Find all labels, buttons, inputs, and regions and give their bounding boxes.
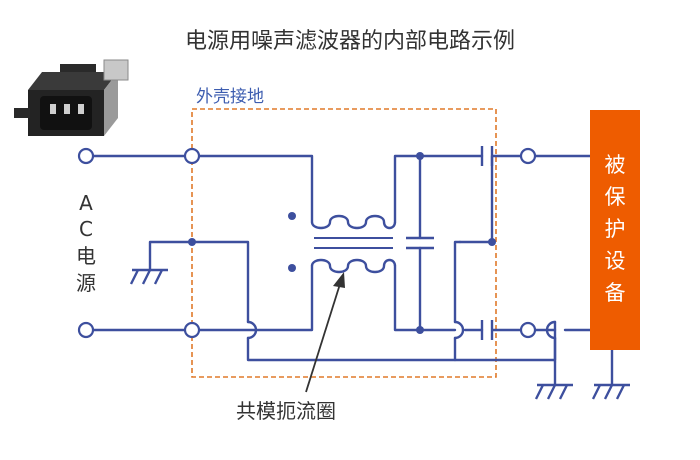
load-char-2: 保 bbox=[605, 185, 626, 209]
capacitor-symbol-x bbox=[406, 236, 434, 250]
terminal-circle-input-top-left bbox=[77, 147, 95, 165]
ac-source-char-3: 电 bbox=[76, 244, 96, 268]
junction-dot-xcap-top bbox=[416, 152, 424, 160]
wire-ground-left bbox=[148, 240, 250, 324]
load-char-5: 备 bbox=[605, 281, 626, 305]
terminal-circle-output-top bbox=[519, 147, 537, 165]
load-char-4: 设 bbox=[605, 249, 626, 273]
junction-dot-xcap-bottom bbox=[416, 326, 424, 334]
terminal-circle-input-bottom-right bbox=[183, 321, 201, 339]
capacitor-symbol-output-top bbox=[480, 146, 521, 166]
polarity-dot-bottom bbox=[288, 264, 296, 272]
load-char-1: 被 bbox=[605, 153, 626, 177]
inductor-coil bbox=[288, 212, 397, 274]
chassis-ground-label: 外壳接地 bbox=[196, 87, 264, 107]
ac-source-char-4: 源 bbox=[76, 271, 96, 295]
diagram-title: 电源用噪声滤波器的内部电路示例 bbox=[185, 29, 515, 54]
polarity-dot-top bbox=[288, 212, 296, 220]
ac-source-char-2: C bbox=[79, 217, 93, 241]
load-char-3: 护 bbox=[605, 217, 626, 241]
terminal-circle-input-bottom-left bbox=[77, 321, 95, 339]
junction-dot-ground-bus bbox=[488, 238, 496, 246]
ac-source-label: A C 电 源 bbox=[76, 191, 96, 295]
ac-source-char-1: A bbox=[79, 191, 93, 215]
choke-label: 共模扼流圈 bbox=[236, 399, 336, 423]
wire-ground-ycaps bbox=[453, 240, 462, 362]
wire-top-to-coil bbox=[197, 154, 314, 224]
ground-symbol-load bbox=[591, 383, 630, 400]
protected-equipment-box: 被 保 护 设 备 bbox=[590, 110, 640, 350]
ground-symbol-left bbox=[129, 268, 168, 285]
wire-ground-hop bbox=[246, 320, 258, 340]
wire-top-coil-out bbox=[393, 154, 484, 224]
power-inlet-filter-photo bbox=[14, 59, 129, 136]
wire-bottom-coil-out bbox=[393, 264, 457, 332]
junction-dot-ground-input bbox=[188, 238, 196, 246]
circuit-wires bbox=[91, 154, 614, 387]
ground-symbol-bottom-mid bbox=[534, 383, 573, 400]
terminal-circle-output-bottom bbox=[519, 321, 537, 339]
choke-callout-arrow bbox=[305, 272, 345, 393]
terminal-circle-input-top-right bbox=[183, 147, 201, 165]
wire-ground-hop-mid bbox=[453, 320, 465, 340]
wire-bottom-to-coil bbox=[197, 264, 314, 332]
wire-ground-bottom bbox=[246, 336, 557, 362]
wire-ground-hop-right bbox=[545, 320, 557, 340]
capacitor-symbol-output-bottom bbox=[480, 320, 521, 340]
